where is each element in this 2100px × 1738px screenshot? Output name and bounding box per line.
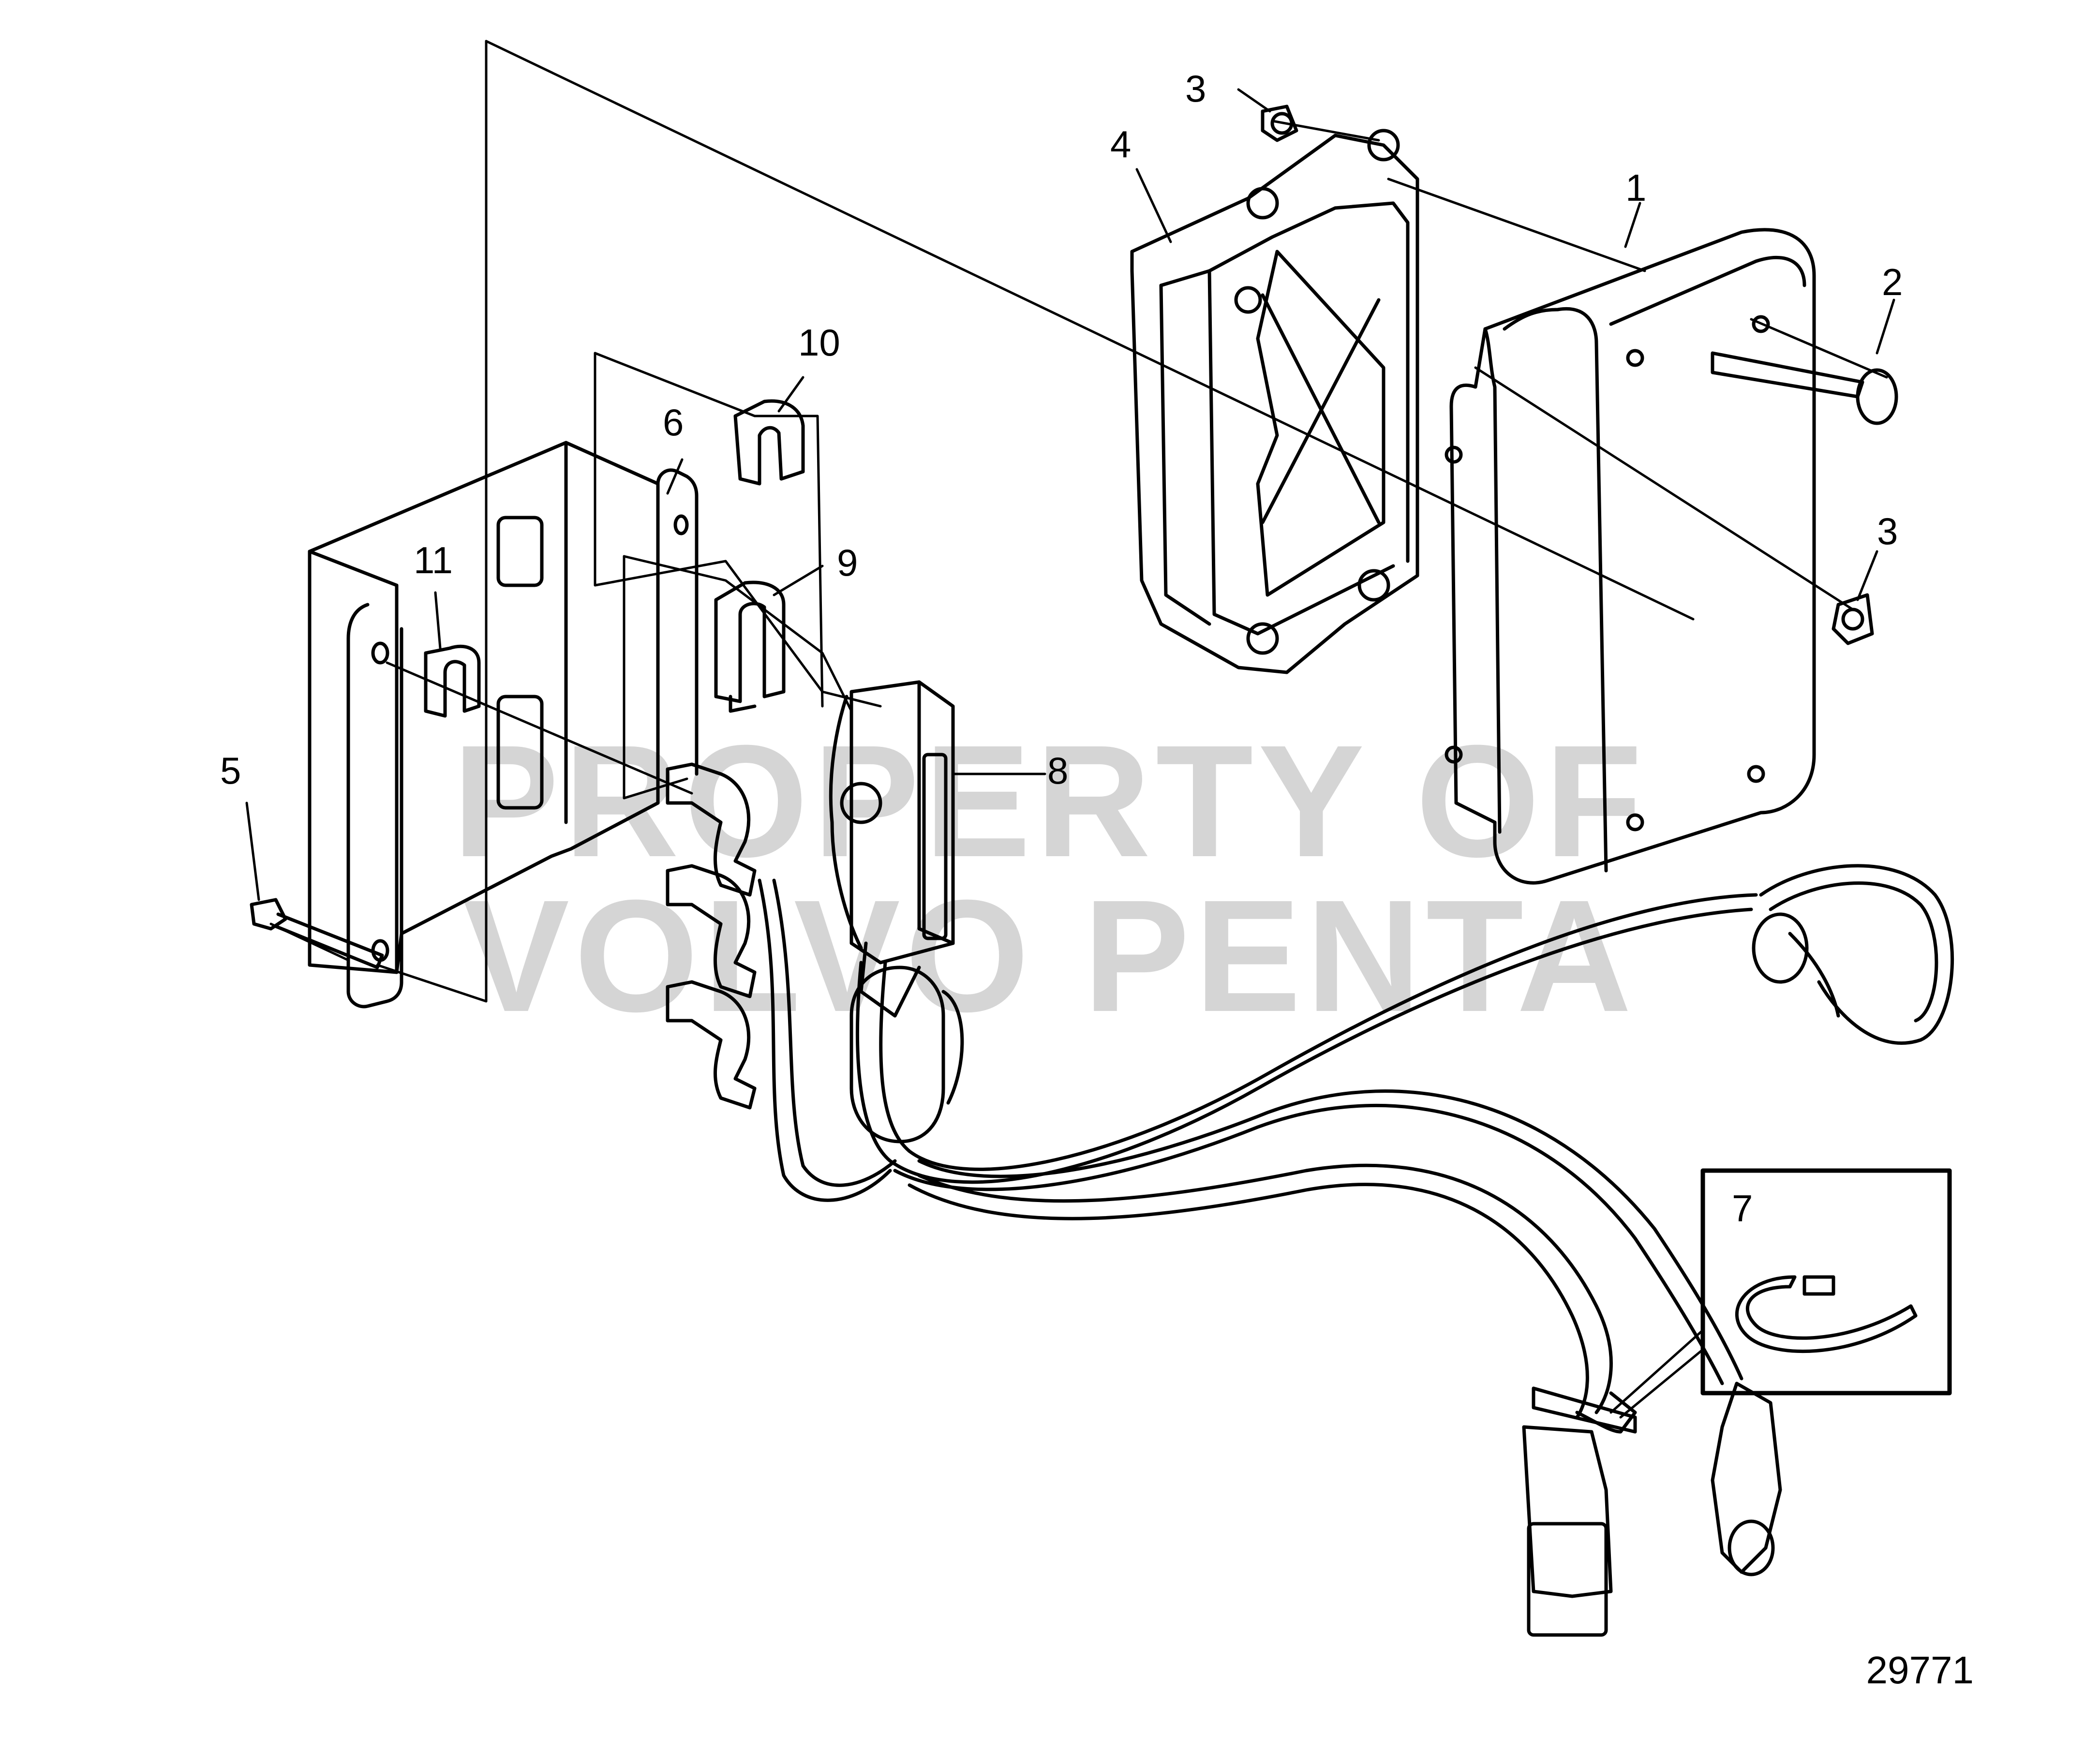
bottom-connectors	[1522, 1381, 1782, 1637]
callout-3-top: 3	[1185, 67, 1206, 110]
callout-2: 2	[1882, 261, 1903, 303]
callout-4: 4	[1110, 123, 1131, 165]
harness-clip-stack	[666, 762, 757, 1110]
callouts: 1 2 3 3 4 5 6 7 8 9 10 11	[220, 67, 1903, 1230]
callout-8: 8	[1047, 749, 1068, 792]
watermark-line-2: VOLVO PENTA	[463, 866, 1637, 1045]
ecu-connector	[829, 680, 955, 1018]
callout-10: 10	[798, 321, 840, 364]
screw-2	[1711, 351, 1898, 425]
clip-11	[424, 644, 481, 718]
watermark-line-1: PROPERTY OF	[452, 712, 1647, 890]
clip-9	[714, 580, 786, 713]
wiring-harness	[758, 864, 1954, 1419]
ecu-housing	[1445, 228, 1816, 885]
callout-leaders	[245, 88, 1895, 901]
clip-10	[733, 399, 805, 486]
screw-5	[250, 898, 384, 969]
callout-7: 7	[1732, 1187, 1753, 1230]
watermark: PROPERTY OF VOLVO PENTA	[452, 712, 1647, 1045]
callout-3-right: 3	[1877, 510, 1898, 552]
ecu-cover	[1130, 129, 1419, 674]
figure-number: 29771	[1866, 1649, 1974, 1692]
nut-3-top	[1261, 104, 1298, 142]
nut-3-right	[1832, 593, 1874, 645]
callout-9: 9	[837, 541, 858, 584]
callout-11: 11	[414, 539, 453, 581]
callout-6: 6	[663, 401, 684, 444]
callout-5: 5	[220, 749, 241, 792]
cable-tie-box	[1609, 1168, 1952, 1419]
callout-1: 1	[1625, 166, 1646, 209]
mounting-bracket	[308, 441, 699, 1009]
